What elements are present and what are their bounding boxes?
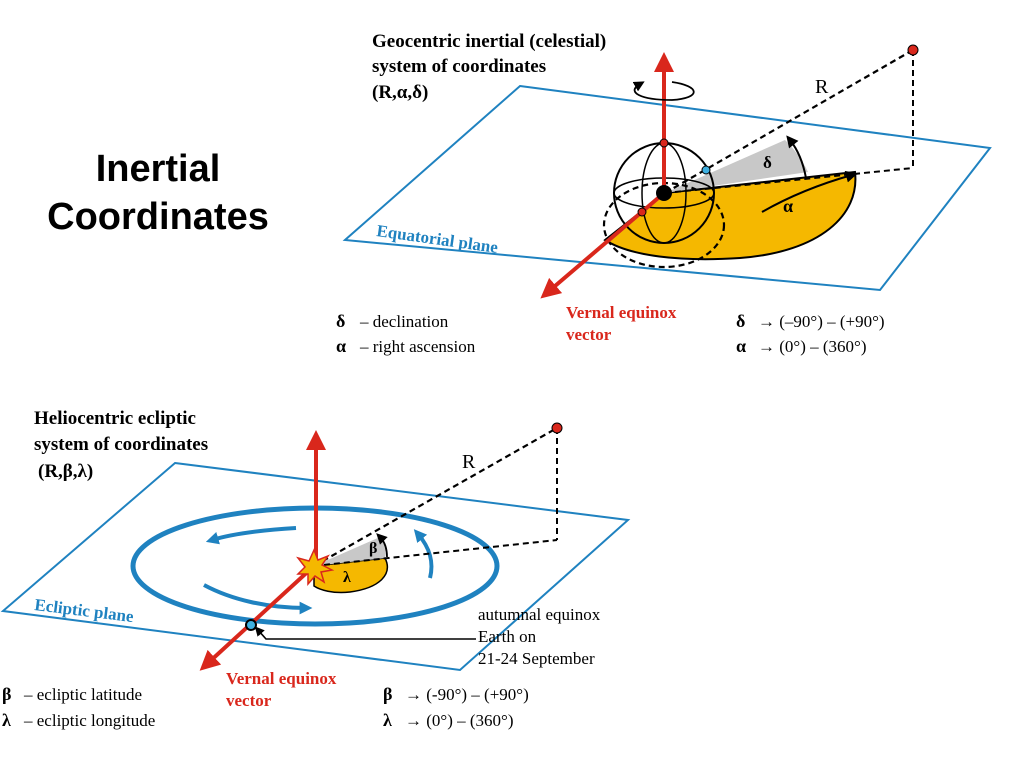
orbit-arrow-right-icon [413, 529, 434, 579]
heliocentric-diagram: Heliocentric ecliptic system of coordina… [0, 408, 631, 730]
geo-radius-label: R [815, 76, 829, 98]
delta-sector [665, 140, 808, 193]
alpha-arc-arrow [761, 170, 858, 213]
delta-arc-arrow [786, 135, 807, 179]
target-point [907, 44, 919, 56]
geo-vernal-line2: vector [566, 325, 612, 344]
ecliptic-plane [0, 461, 631, 672]
earth-note-line3: 21-24 September [478, 649, 595, 668]
lambda-label: λ [343, 569, 351, 586]
pole-point [659, 138, 669, 148]
earth-point [245, 619, 257, 631]
orbit-arrow-bottom-icon [203, 583, 313, 615]
geo-legend-symbol-1: δ [336, 311, 345, 331]
geo-heading-line3: (R,α,δ) [372, 82, 428, 103]
vernal-sphere-point [637, 207, 647, 217]
alpha-label: α [783, 196, 793, 216]
helio-heading-line2: system of coordinates [34, 434, 208, 455]
helio-vernal-line1: Vernal equinox [226, 669, 337, 688]
equatorial-plane [342, 84, 992, 292]
geo-range-symbol-1: δ [736, 311, 745, 331]
delta-label: δ [763, 153, 772, 172]
helio-range-text-2: → (0°) – (360°) [405, 711, 514, 730]
geo-legend-text-1: – declination [359, 312, 449, 331]
helio-vernal-line2: vector [226, 691, 272, 710]
radius-line [664, 49, 914, 194]
geo-range-text-2: → (0°) – (360°) [758, 337, 867, 356]
helio-radius-label: R [462, 451, 476, 473]
equatorial-plane-label: Equatorial plane [375, 221, 499, 257]
helio-heading-line1: Heliocentric ecliptic [34, 408, 196, 429]
lambda-sector [313, 557, 389, 594]
geo-heading-line1: Geocentric inertial (celestial) [372, 31, 606, 52]
geo-heading-line2: system of coordinates [372, 56, 546, 77]
geocentric-diagram: Geocentric inertial (celestial) system o… [336, 31, 992, 356]
geo-range-text-1: → (–90°) – (+90°) [758, 312, 885, 331]
sun-icon [296, 548, 335, 586]
helio-target-point [551, 422, 563, 434]
projection-horizontal [664, 167, 914, 194]
slide-title-line1: Inertial [95, 148, 221, 190]
orbit-arrow-left-icon [205, 526, 297, 545]
beta-label: β [369, 540, 377, 557]
beta-arc-arrow [376, 533, 388, 558]
helio-legend-symbol-1: β [2, 684, 11, 704]
earth-pointer-line [254, 626, 476, 640]
helio-radius-line [313, 427, 558, 567]
beta-sector [314, 537, 386, 566]
sphere-intersection-point [701, 165, 711, 175]
rotation-symbol-icon [632, 81, 695, 101]
earth-note-line2: Earth on [478, 627, 537, 646]
helio-range-symbol-1: β [383, 684, 392, 704]
helio-projection-horizontal [313, 539, 558, 567]
helio-legend-text-2: – ecliptic longitude [23, 711, 155, 730]
geo-legend-text-2: – right ascension [359, 337, 476, 356]
helio-legend-symbol-2: λ [2, 710, 11, 730]
geo-vernal-line1: Vernal equinox [566, 303, 677, 322]
helio-vernal-vector [199, 564, 316, 671]
earth-note-line1: autumnal equinox [478, 605, 601, 624]
geo-range-symbol-2: α [736, 336, 746, 356]
earth-center [656, 185, 672, 201]
helio-range-text-1: → (-90°) – (+90°) [405, 685, 529, 704]
slide-title-line2: Coordinates [47, 196, 269, 238]
helio-heading-line3: (R,β,λ) [38, 461, 93, 482]
helio-range-symbol-2: λ [383, 710, 392, 730]
slide-title: Inertial Coordinates [18, 145, 298, 241]
geo-legend-symbol-2: α [336, 336, 346, 356]
helio-legend-text-1: – ecliptic latitude [23, 685, 142, 704]
